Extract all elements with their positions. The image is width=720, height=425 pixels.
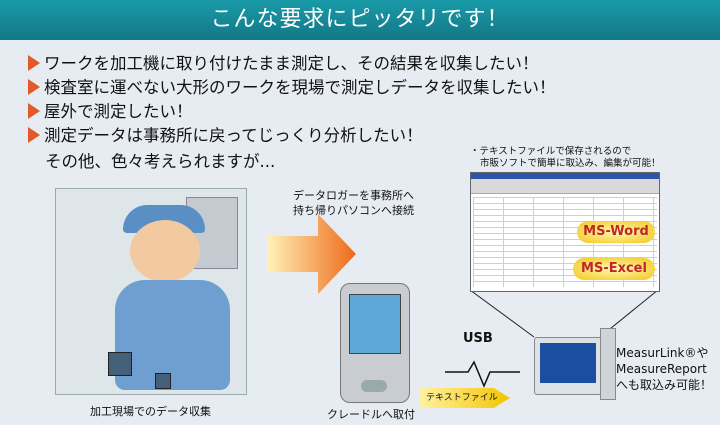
requirement-item: 測定データは事務所に戻ってじっくり分析したい！: [28, 122, 423, 146]
banner-title: こんな要求にピッタリです！: [0, 0, 720, 40]
device-button: [361, 380, 387, 392]
closing-text: その他、色々考えられますが...: [45, 152, 276, 171]
ms-excel-label: MS-Excel: [573, 258, 655, 280]
note-line2: 市販ソフトで簡単に取込み、編集が可能！: [480, 158, 661, 169]
caption-logger-line2: 持ち帰りパソコンへ接続: [293, 204, 414, 217]
usb-label: USB: [463, 331, 493, 346]
software-note: MeasurLink®や MeasureReport へも取込み可能！: [616, 345, 712, 393]
worker-body: [115, 280, 230, 390]
usb-signal-icon: [445, 360, 520, 388]
triangle-bullet-icon: [28, 103, 40, 119]
software-line3: へも取込み可能！: [616, 378, 713, 392]
caption-field: 加工現場でのデータ収集: [90, 405, 211, 418]
requirement-text: 測定データは事務所に戻ってじっくり分析したい！: [44, 126, 423, 145]
text-file-arrow: テキストファイル: [420, 388, 510, 408]
monitor-icon: [534, 337, 602, 395]
window-titlebar: [471, 173, 659, 179]
ms-word-label: MS-Word: [577, 221, 655, 243]
requirement-item: 屋外で測定したい！: [28, 98, 193, 122]
handheld-device: [340, 283, 410, 403]
pc-tower-icon: [600, 328, 616, 400]
worker-face: [130, 220, 200, 282]
caption-cradle: クレードルへ取付: [327, 408, 415, 421]
triangle-bullet-icon: [28, 79, 40, 95]
software-line1: MeasurLink®や: [616, 346, 709, 360]
note-line1: ・テキストファイルで保存されるので: [470, 146, 632, 157]
data-logger-icon: [108, 352, 132, 376]
requirement-text: 屋外で測定したい！: [44, 102, 193, 121]
note: ・テキストファイルで保存されるので 市販ソフトで簡単に取込み、編集が可能！: [470, 146, 661, 170]
requirement-text: ワークを加工機に取り付けたまま測定し、その結果を収集したい！: [44, 54, 539, 73]
window-toolbar: [471, 179, 659, 194]
requirement-item: 検査室に運べない大形のワークを現場で測定しデータを収集したい！: [28, 74, 556, 98]
triangle-bullet-icon: [28, 127, 40, 143]
triangle-bullet-icon: [28, 55, 40, 71]
right-arrow-icon: [268, 214, 356, 294]
requirement-text: 検査室に運べない大形のワークを現場で測定しデータを収集したい！: [44, 78, 556, 97]
monitor-screen: [540, 343, 596, 383]
requirement-item: ワークを加工機に取り付けたまま測定し、その結果を収集したい！: [28, 50, 539, 74]
software-line2: MeasureReport: [616, 362, 707, 376]
device-screen: [349, 294, 401, 354]
data-logger-icon: [155, 373, 171, 389]
caption-logger-line1: データロガーを事務所へ: [293, 189, 414, 202]
